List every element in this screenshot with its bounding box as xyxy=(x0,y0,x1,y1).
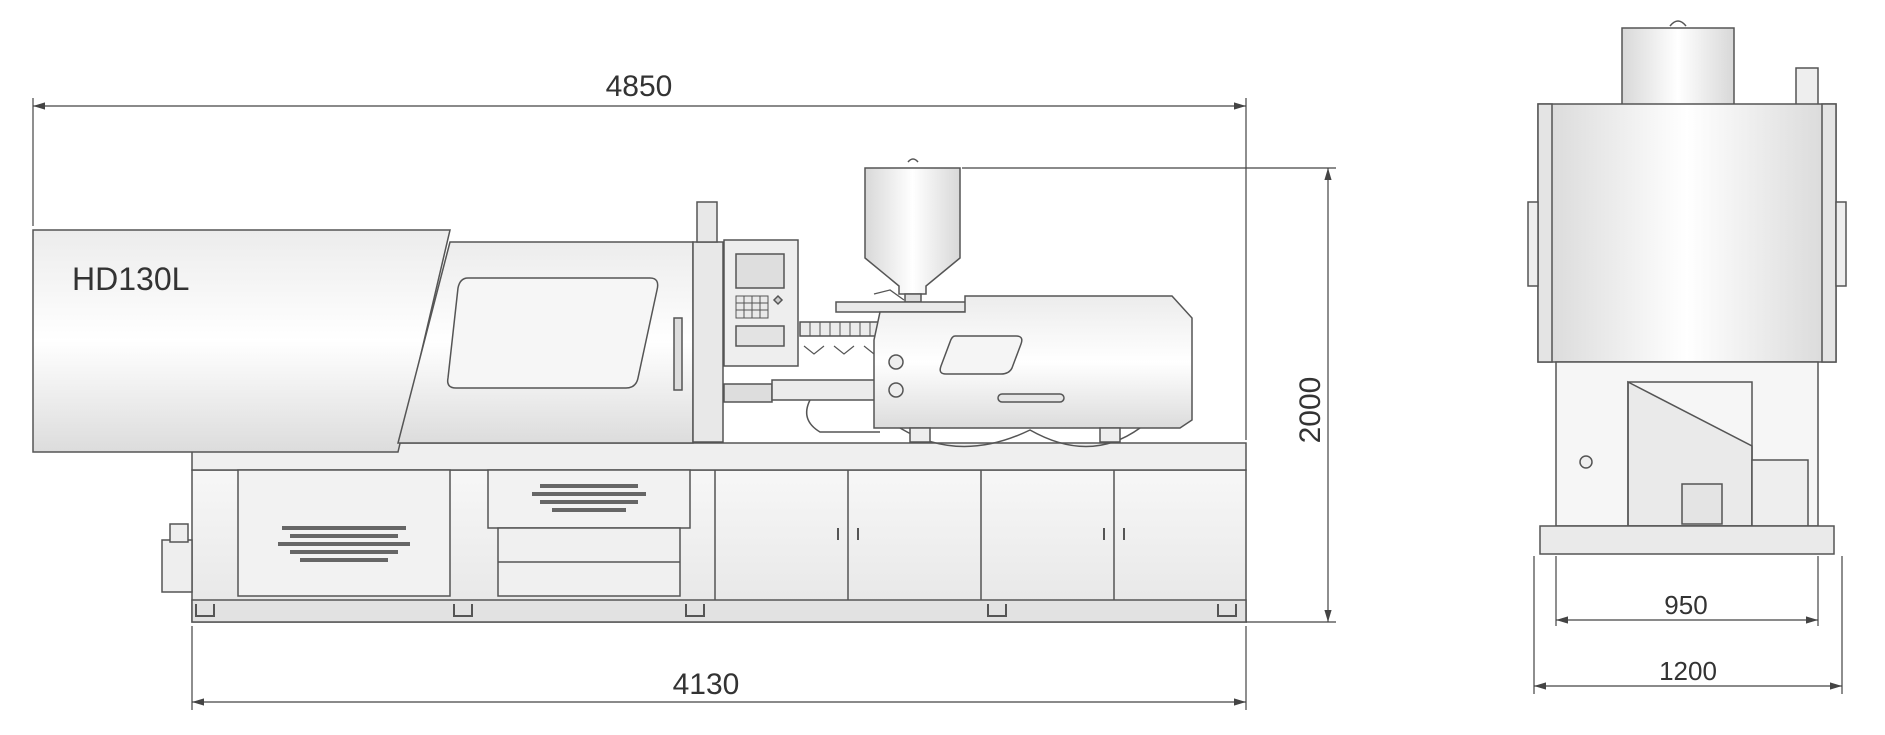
keypad xyxy=(735,295,769,319)
dimension-lines xyxy=(32,98,1843,710)
base-bottom-rail xyxy=(191,599,1247,623)
front-view xyxy=(32,158,1247,623)
label-outer-width: 1200 xyxy=(1659,656,1717,686)
injection-cylinder xyxy=(723,383,773,403)
side-upper-housing xyxy=(1537,103,1837,363)
door-handle xyxy=(673,317,683,391)
label-overall-length: 4850 xyxy=(606,70,673,103)
side-stack-light xyxy=(1795,67,1819,107)
door-handles xyxy=(837,528,1125,540)
cabinet-panel-2 xyxy=(487,469,691,529)
injection-window xyxy=(939,335,1023,375)
label-height: 2000 xyxy=(1294,377,1327,444)
machine-feet xyxy=(195,604,1237,617)
control-screen xyxy=(735,253,785,289)
guard-end-column xyxy=(692,241,724,443)
cabinet-panel-1 xyxy=(237,469,451,597)
injection-housing xyxy=(873,295,1193,429)
vent-grille-middle xyxy=(532,484,646,512)
label-inner-width: 950 xyxy=(1664,590,1707,620)
model-label: HD130L xyxy=(72,261,189,297)
injection-handle xyxy=(997,393,1065,403)
safety-door-window xyxy=(446,277,659,389)
side-hopper xyxy=(1621,27,1735,107)
clamp-guard-shell xyxy=(32,229,451,453)
vent-grille-left xyxy=(278,526,410,562)
side-view xyxy=(1527,20,1847,555)
side-base xyxy=(1539,525,1835,555)
side-motor xyxy=(161,539,193,593)
stack-light xyxy=(696,201,718,243)
side-motor-unit xyxy=(1751,459,1809,527)
label-base-length: 4130 xyxy=(673,668,740,701)
hopper xyxy=(864,167,961,295)
